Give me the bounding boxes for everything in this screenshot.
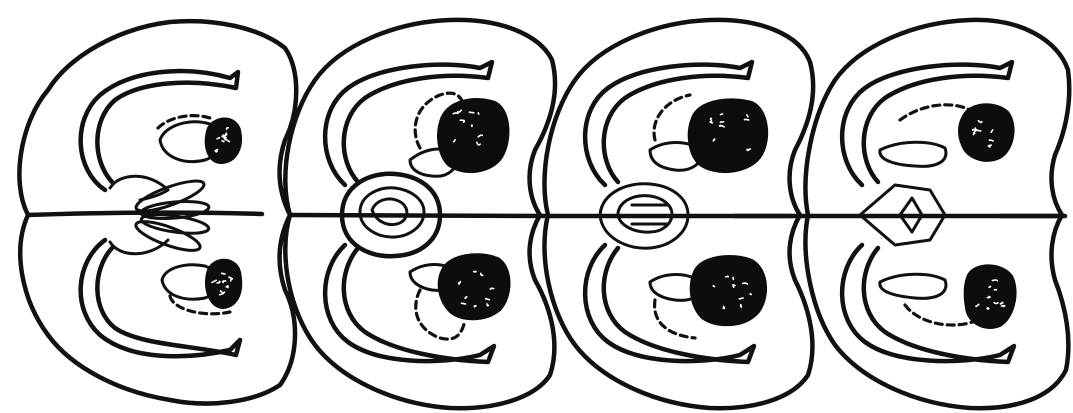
lesion-speck	[216, 150, 217, 152]
lesion-speck	[486, 299, 490, 300]
section-4-upper-lesion	[959, 104, 1014, 160]
lesion-speck	[721, 114, 723, 115]
lesion-speck	[750, 294, 751, 295]
section-1-lower-lesion	[206, 260, 241, 308]
lesion-speck	[741, 305, 742, 307]
section-3-upper-lesion	[689, 99, 767, 172]
lesion-speck	[992, 280, 997, 281]
lesion-speck	[713, 286, 714, 287]
section-3-lower-dashed-boundary	[655, 300, 695, 338]
lesion-speck	[713, 139, 715, 141]
section-1-lobe-4	[133, 216, 203, 256]
lesion-speck	[743, 283, 748, 284]
lesion-speck	[987, 308, 989, 309]
section-4-upper-nucleus	[880, 142, 946, 166]
lesion-speck	[453, 113, 458, 114]
lesion-speck	[1001, 306, 1004, 307]
section-2-ventricle-core	[372, 199, 407, 225]
lesion-speck	[989, 286, 991, 287]
section-2-upper-lesion	[438, 99, 508, 172]
section-4-upper-dashed-boundary	[900, 105, 970, 120]
lesion-speck	[723, 307, 724, 309]
section-1-ventricle-upper	[110, 176, 168, 200]
brain-section-4	[806, 20, 1070, 408]
lesion-speck	[217, 138, 219, 139]
brain-section-3	[544, 20, 813, 408]
lesion-speck	[461, 303, 465, 304]
lesion-speck	[739, 298, 743, 299]
lesion-speck	[222, 141, 224, 142]
lesion-speck	[490, 288, 493, 289]
lesion-speck	[994, 303, 998, 304]
section-3-lower-lesion	[691, 256, 766, 325]
brain-section-2	[285, 20, 555, 408]
lesion-speck	[720, 122, 723, 123]
lesion-speck	[747, 115, 748, 117]
lesion-speck	[465, 297, 467, 299]
section-1-midline	[28, 213, 262, 215]
lesion-speck	[222, 273, 225, 274]
lesion-speck	[231, 280, 232, 281]
section-2-ventricle-inner	[360, 188, 424, 237]
lesion-speck	[474, 306, 476, 307]
lesion-speck	[225, 133, 226, 135]
lesion-speck	[469, 112, 473, 113]
section-3-upper-dashed-boundary	[654, 95, 690, 140]
section-4-lower-nucleus	[880, 274, 946, 298]
lesion-speck	[989, 140, 993, 141]
section-2-lower-lesion	[439, 254, 510, 319]
lesion-speck	[726, 276, 729, 277]
lesion-speck	[710, 118, 711, 119]
brain-section-1	[19, 21, 296, 403]
